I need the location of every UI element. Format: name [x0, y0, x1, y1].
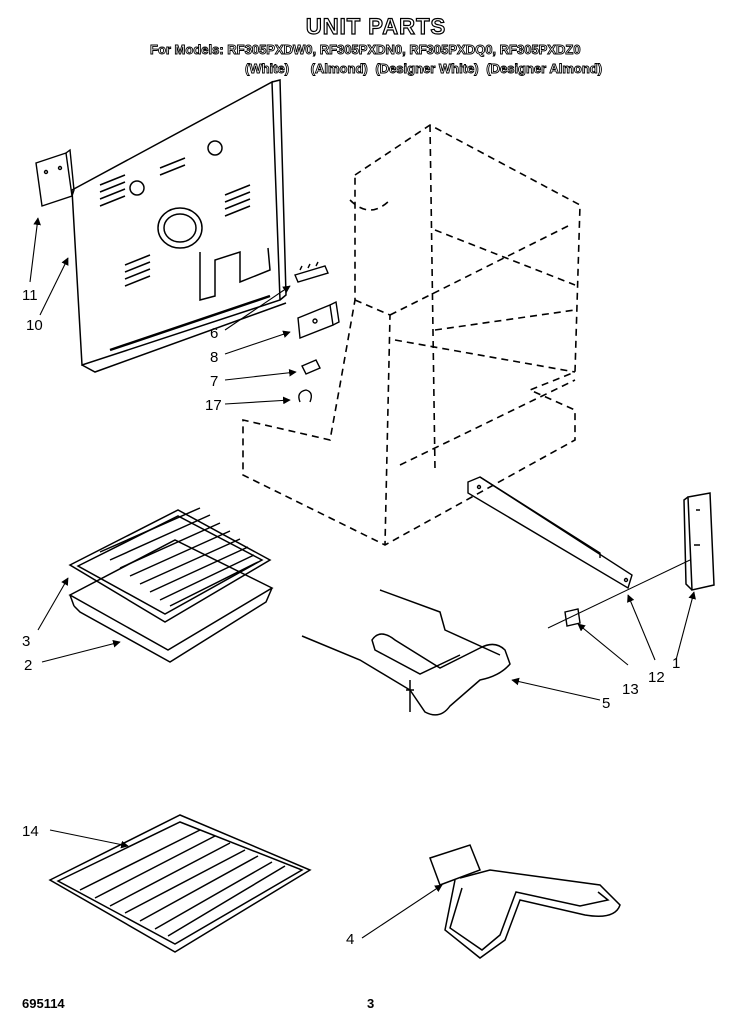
document-number: 695114 — [22, 996, 65, 1011]
page-title: UNIT PARTS — [305, 13, 447, 39]
callout-1: 1 — [672, 655, 680, 672]
callout-5: 5 — [602, 695, 610, 712]
part-10-rear-panel — [71, 79, 287, 373]
callout-17: 17 — [205, 397, 222, 414]
color-almond: (Almond) — [310, 61, 368, 77]
part-8-terminal-block — [297, 300, 340, 339]
callout-11: 11 — [22, 287, 38, 304]
oven-cabinet-outline — [242, 124, 581, 546]
part-5-bake-element — [301, 589, 511, 716]
part-6-connector — [294, 261, 329, 283]
model-colors: (White) (Almond) (Designer White) (Desig… — [245, 61, 606, 77]
callout-4: 4 — [346, 931, 354, 948]
color-designer-white: (Designer White) — [375, 61, 479, 77]
callout-2: 2 — [24, 657, 32, 674]
model-list: For Models: RF305PXDW0, RF305PXDN0, RF30… — [150, 42, 581, 58]
part-13-clip — [564, 608, 581, 627]
callout-8: 8 — [210, 349, 218, 366]
part-7-clip — [301, 359, 321, 375]
part-11-bracket — [35, 148, 75, 207]
page-number: 3 — [367, 996, 375, 1011]
callout-3: 3 — [22, 633, 30, 650]
callout-12: 12 — [648, 669, 665, 686]
color-white: (White) — [245, 61, 290, 77]
part-14-oven-rack — [48, 814, 312, 953]
callout-6: 6 — [210, 325, 218, 342]
color-designer-almond: (Designer Almond) — [486, 61, 603, 77]
part-12-support-rail — [467, 476, 633, 590]
callout-10: 10 — [26, 317, 43, 334]
callout-7: 7 — [210, 373, 218, 390]
part-17-wire-clip — [298, 389, 313, 403]
callout-13: 13 — [622, 681, 639, 698]
callout-14: 14 — [22, 823, 39, 840]
rail-guide-line — [547, 559, 691, 629]
part-1-end-cap — [683, 492, 715, 591]
part-3-broil-grid — [68, 507, 272, 623]
leader-lines — [29, 217, 696, 939]
part-4-broil-element — [429, 844, 621, 959]
callout-numbers: 11 10 6 8 7 17 3 2 5 13 12 1 14 4 — [22, 287, 680, 948]
